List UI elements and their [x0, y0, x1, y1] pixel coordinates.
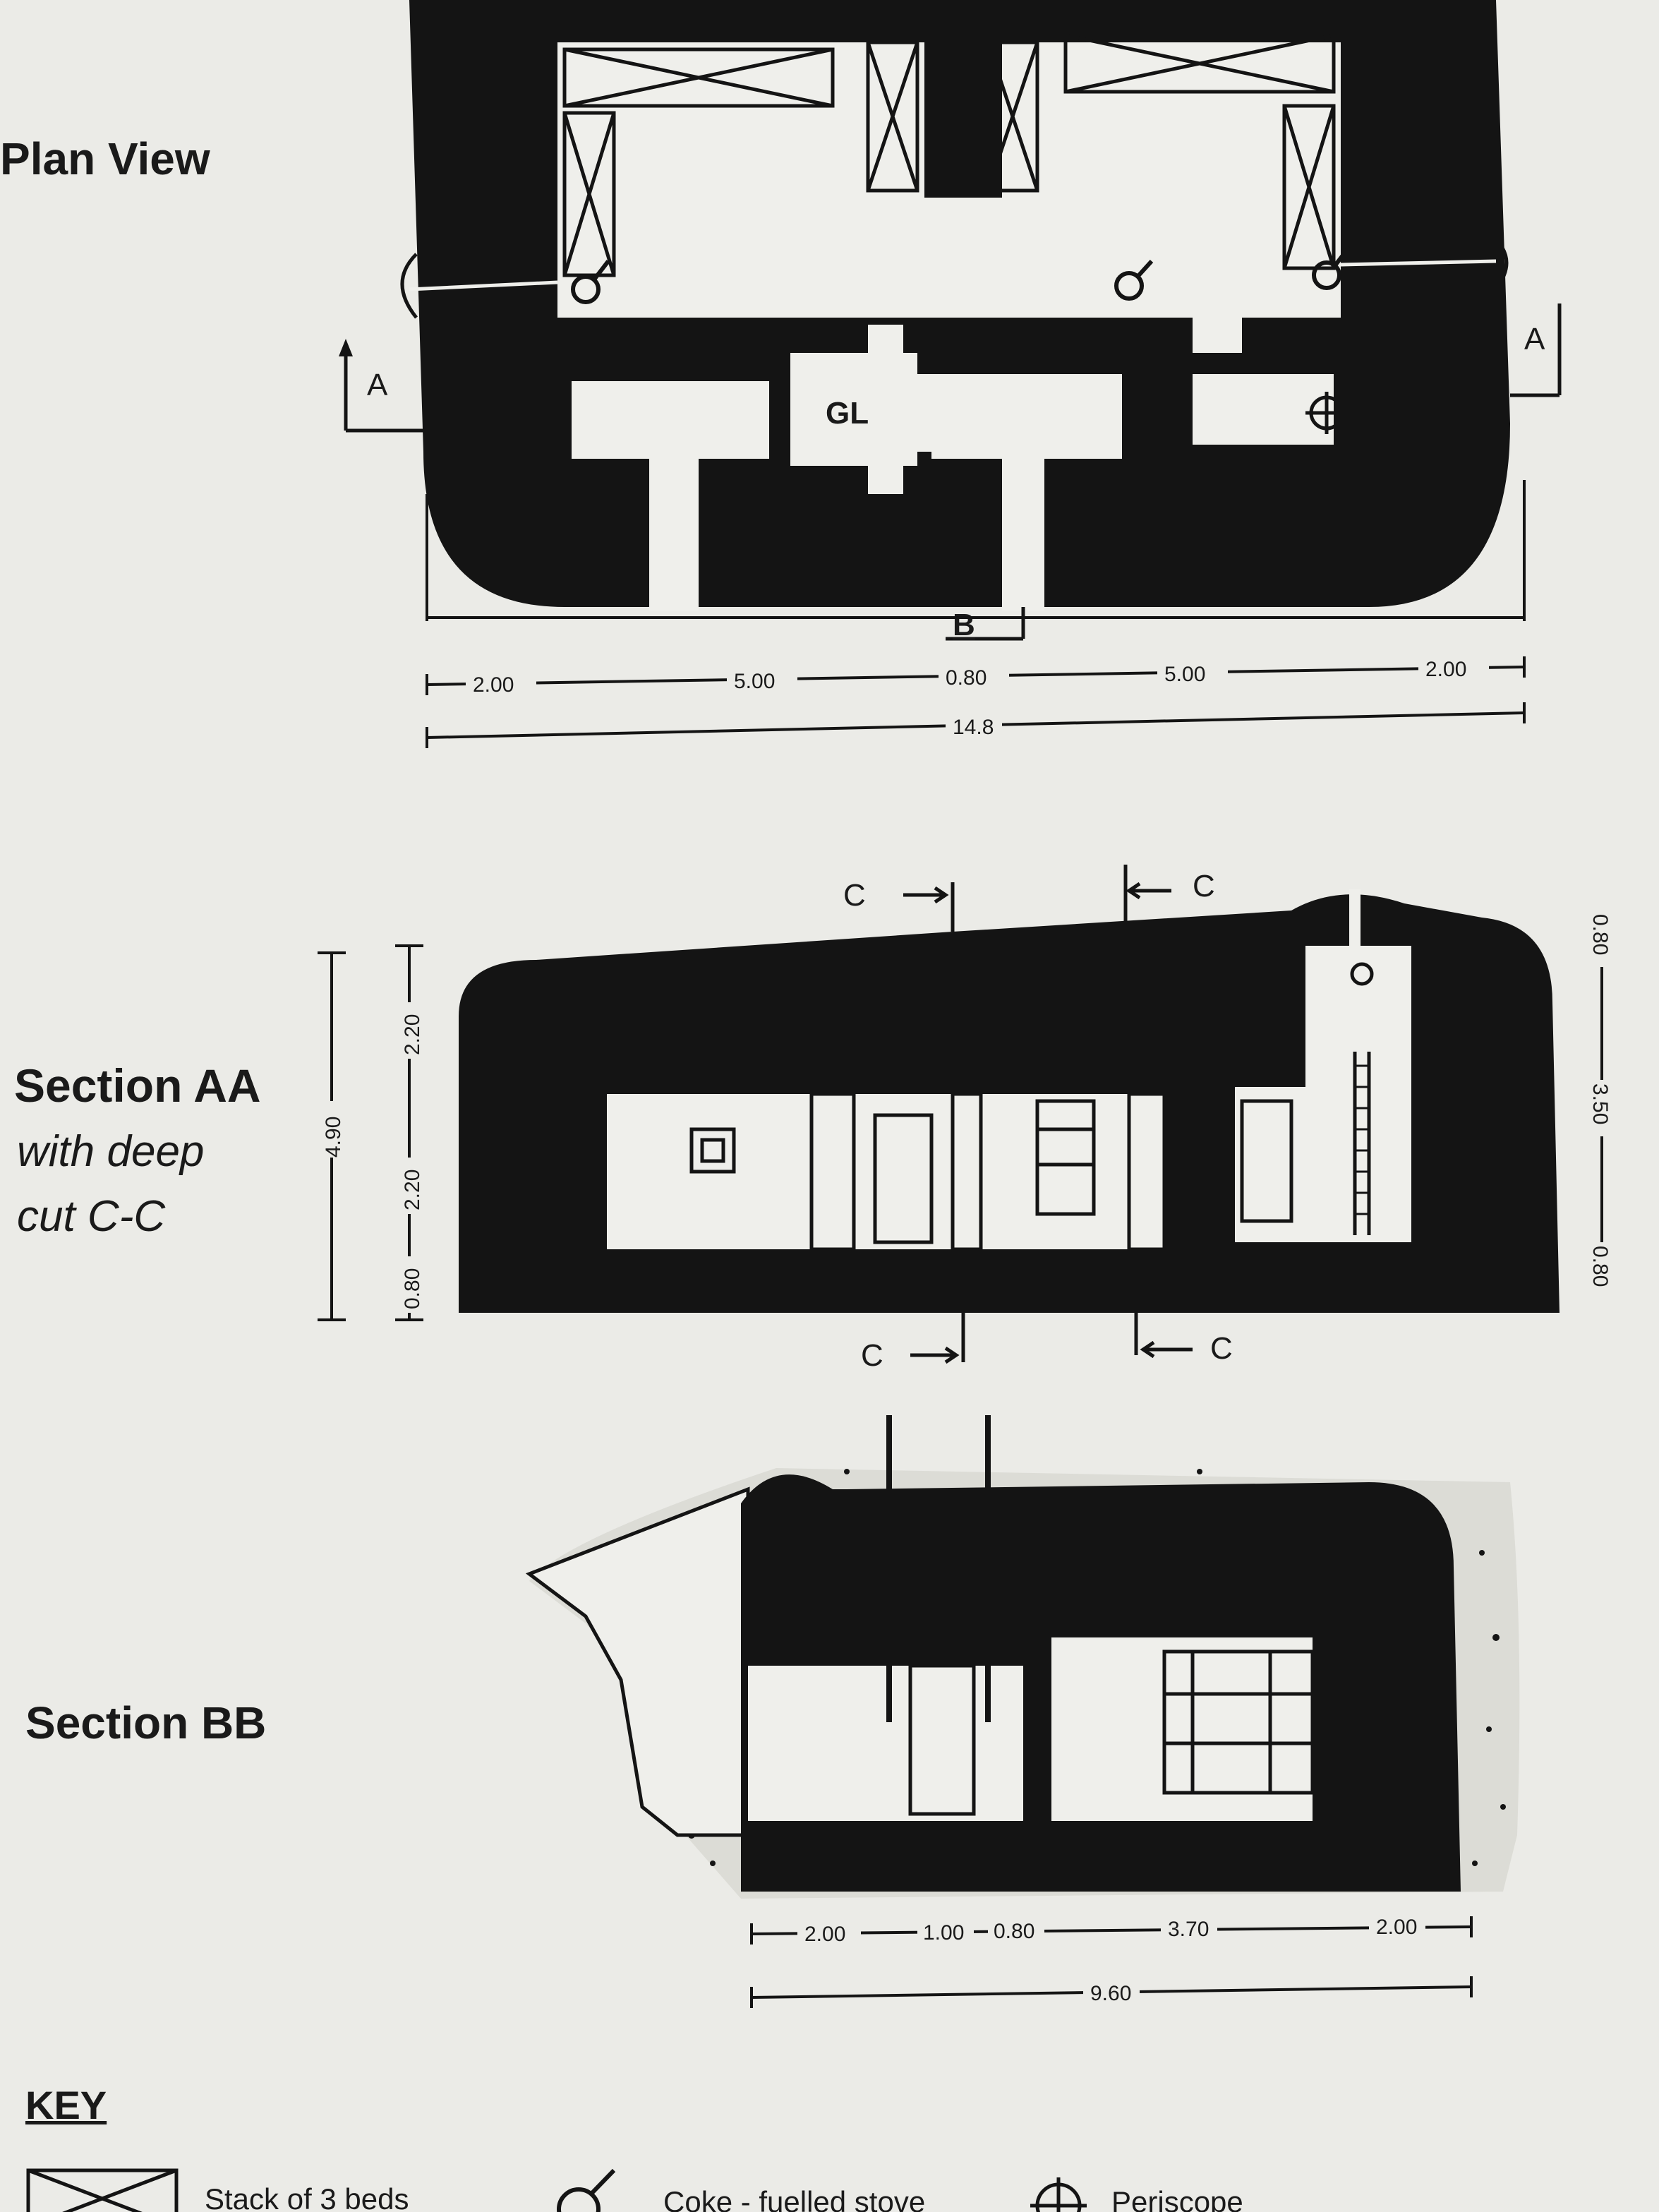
aa-cut-marker-c-bottom-left: C: [861, 1338, 883, 1373]
aa-cut-marker-c-top-right: C: [1193, 869, 1215, 903]
aa-dim-labels: 4.90 2.20 2.20 0.80 0.80 3.50 0.80: [318, 910, 1617, 1313]
bb-room-left: [748, 1666, 1023, 1821]
aa-dim-left: 2.20: [401, 1014, 424, 1055]
plan-dim-label: 0.80: [946, 666, 987, 690]
plan-dim-total: 14.8: [953, 716, 994, 739]
plan-gl-room: [790, 325, 939, 494]
key-beds-symbol: [26, 2168, 179, 2212]
plan-gl-label: GL: [826, 396, 869, 431]
plan-view: GL A A B: [339, 0, 1562, 642]
plan-bed-stacks: [562, 33, 1336, 277]
plan-section-marker-b: B: [953, 608, 975, 642]
key-item-periscope: Periscope: [1111, 2185, 1243, 2212]
section-bb-title: Section BB: [25, 1697, 267, 1748]
plan-view-title: Plan View: [0, 133, 210, 184]
plan-lower-room-left: [572, 381, 769, 459]
aa-cut-marker-c-bottom-right: C: [1210, 1331, 1233, 1366]
bb-dim-label: 3.70: [1168, 1918, 1209, 1941]
plan-dim-label: 5.00: [734, 670, 775, 693]
plan-dim-label: 5.00: [1164, 663, 1205, 686]
section-aa: C C C C: [459, 865, 1560, 1373]
key-periscope-symbol: [1030, 2177, 1087, 2212]
key-legend: Stack of 3 beds Coke - fuelled stove Per…: [26, 2168, 1243, 2212]
section-aa-subtitle-line2: cut C-C: [17, 1192, 166, 1241]
plan-dim-label: 2.00: [1425, 658, 1466, 681]
plan-dim-label: 2.00: [473, 673, 514, 697]
plan-stoves: [571, 246, 1351, 304]
plan-periscope: [1305, 392, 1348, 434]
key-title: KEY: [25, 2083, 107, 2127]
bb-dim-label: 1.00: [923, 1921, 964, 1944]
aa-dim-right: 0.80: [1588, 914, 1612, 955]
section-bb: [525, 1415, 1520, 1899]
section-aa-title: Section AA: [14, 1059, 261, 1112]
plan-section-marker-a-left: A: [367, 368, 388, 402]
key-item-stove: Coke - fuelled stove: [663, 2185, 925, 2212]
bb-dim-label: 2.00: [1376, 1916, 1417, 1939]
key-stove-symbol: [557, 2168, 616, 2212]
key-item-beds: Stack of 3 beds: [205, 2182, 409, 2212]
bb-dim-total: 9.60: [1090, 1982, 1131, 2005]
aa-dim-right: 0.80: [1588, 1246, 1612, 1287]
plan-corridor-left: [649, 459, 699, 611]
plan-lower-room-centre: [931, 374, 1122, 459]
section-aa-subtitle-line1: with deep: [17, 1127, 205, 1176]
aa-shaft: [1305, 946, 1411, 1242]
plan-central-pillar: [924, 0, 1002, 198]
plan-corridor-right: [1002, 459, 1044, 611]
aa-dim-right: 3.50: [1588, 1083, 1612, 1124]
aa-dim-total: 4.90: [322, 1117, 345, 1158]
bb-entrance-ramp: [525, 1486, 750, 1837]
aa-dim-left: 0.80: [401, 1268, 424, 1309]
plan-section-marker-a-right: A: [1524, 322, 1545, 356]
aa-dim-left: 2.20: [401, 1170, 424, 1210]
bb-dim-labels: 2.00 1.00 0.80 3.70 2.00 9.60: [797, 1914, 1425, 2005]
aa-cut-marker-c-top-left: C: [843, 878, 866, 913]
plan-dim-labels: 2.00 5.00 0.80 5.00 2.00 14.8: [466, 656, 1489, 740]
bb-dim-label: 2.00: [804, 1923, 845, 1946]
bb-dim-label: 0.80: [994, 1920, 1034, 1943]
